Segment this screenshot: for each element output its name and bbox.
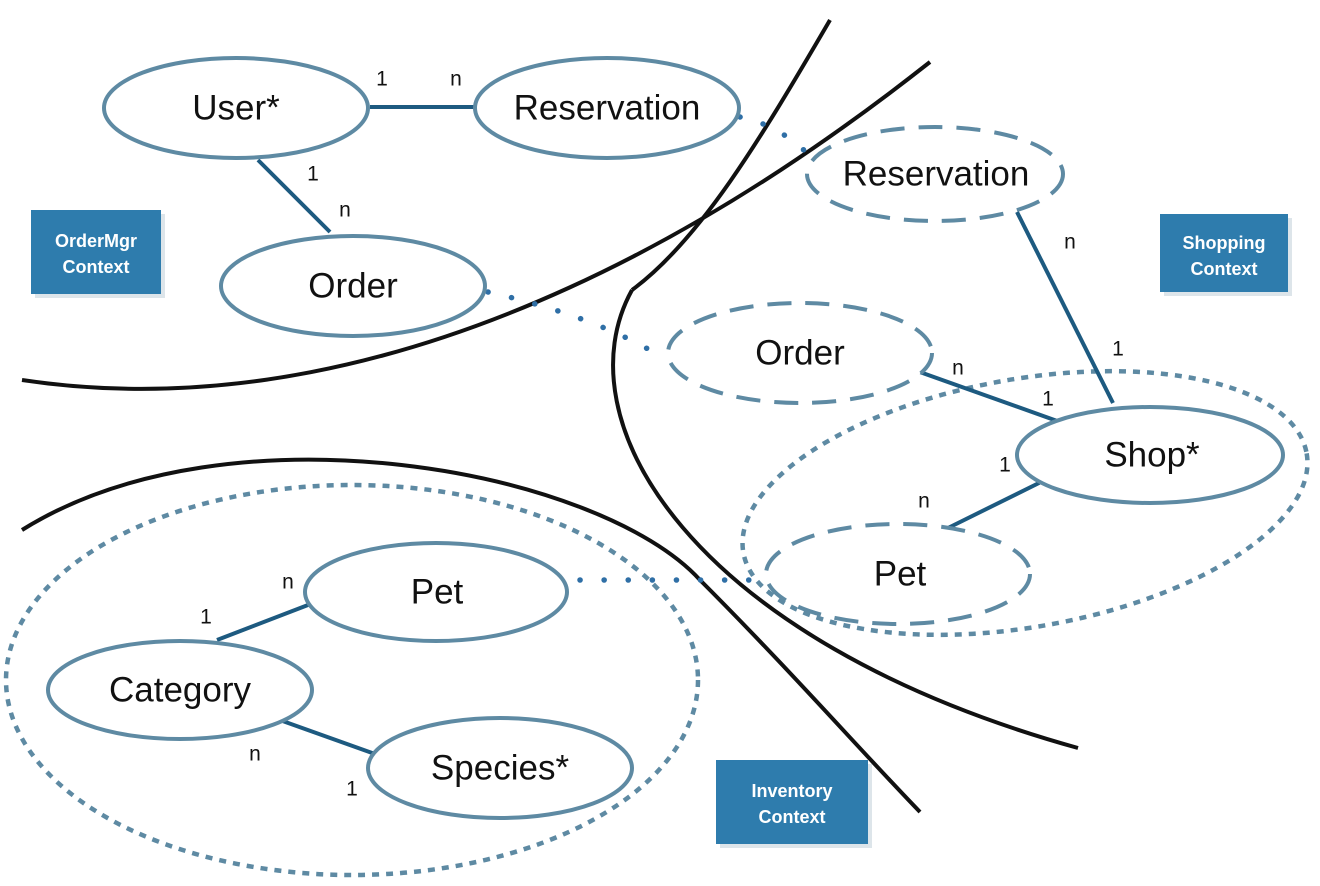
boundary-ordermgr <box>21 60 932 391</box>
context-ordermgr-line2: Context <box>63 257 130 277</box>
boundary-shopping <box>611 289 1079 750</box>
card-user-reservation-1: 1 <box>376 68 388 91</box>
entity-user-label: User* <box>192 88 280 127</box>
link-order <box>485 289 658 356</box>
card-category-pet-n: n <box>282 571 294 594</box>
entity-pet-ref[interactable]: Pet <box>764 522 1032 626</box>
rel-category-species <box>276 717 376 756</box>
context-shopping-line1: Shopping <box>1183 233 1266 253</box>
entity-pet[interactable]: Pet <box>303 541 569 643</box>
entity-reservation-ref-label: Reservation <box>843 154 1030 193</box>
card-category-species-n: n <box>249 743 261 766</box>
card-category-species-1: 1 <box>346 778 358 801</box>
context-ordermgr-line1: OrderMgr <box>55 231 137 251</box>
rel-shop-pet <box>947 477 1048 530</box>
entity-order[interactable]: Order <box>219 234 487 338</box>
rel-category-pet <box>216 603 309 642</box>
card-reservation-shop-1: 1 <box>1112 338 1124 361</box>
entity-category-label: Category <box>109 670 252 709</box>
context-inventory-line1: Inventory <box>751 781 832 801</box>
card-category-pet-1: 1 <box>200 606 212 629</box>
card-shop-pet-n: n <box>918 490 930 513</box>
entity-user[interactable]: User* <box>102 56 370 160</box>
context-label-ordermgr: OrderMgr Context <box>31 210 165 298</box>
context-shopping-line2: Context <box>1191 259 1258 279</box>
shop-aggregate-group <box>740 368 1310 638</box>
rel-reservation-shop <box>1015 211 1115 404</box>
entity-shop[interactable]: Shop* <box>1015 405 1285 505</box>
card-order-shop-n: n <box>952 357 964 380</box>
entity-species-label: Species* <box>431 748 570 787</box>
context-label-shopping: Shopping Context <box>1160 214 1292 296</box>
inventory-aggregate-group <box>3 482 701 878</box>
card-reservation-shop-n: n <box>1064 231 1076 254</box>
card-user-order-1: 1 <box>307 163 319 186</box>
card-user-order-n: n <box>339 199 351 222</box>
card-shop-pet-1: 1 <box>999 454 1011 477</box>
card-order-shop-1: 1 <box>1042 388 1054 411</box>
entity-shop-label: Shop* <box>1104 435 1200 474</box>
entity-pet-label: Pet <box>411 572 464 611</box>
entity-reservation-label: Reservation <box>514 88 701 127</box>
entity-order-ref-label: Order <box>755 333 845 372</box>
context-inventory-line2: Context <box>759 807 826 827</box>
entity-pet-ref-label: Pet <box>874 554 927 593</box>
entity-reservation[interactable]: Reservation <box>473 56 741 160</box>
boundary-ordermgr-upper <box>630 18 832 292</box>
entity-species[interactable]: Species* <box>366 716 634 820</box>
context-label-inventory: Inventory Context <box>716 760 872 848</box>
boundary-inventory <box>20 457 922 814</box>
entity-order-ref[interactable]: Order <box>666 301 934 405</box>
entity-order-label: Order <box>308 266 398 305</box>
entity-reservation-ref[interactable]: Reservation <box>805 125 1065 223</box>
rel-order-shop <box>916 369 1061 424</box>
entity-category[interactable]: Category <box>46 639 314 741</box>
rel-user-order <box>256 158 332 234</box>
card-user-reservation-n: n <box>450 68 462 91</box>
